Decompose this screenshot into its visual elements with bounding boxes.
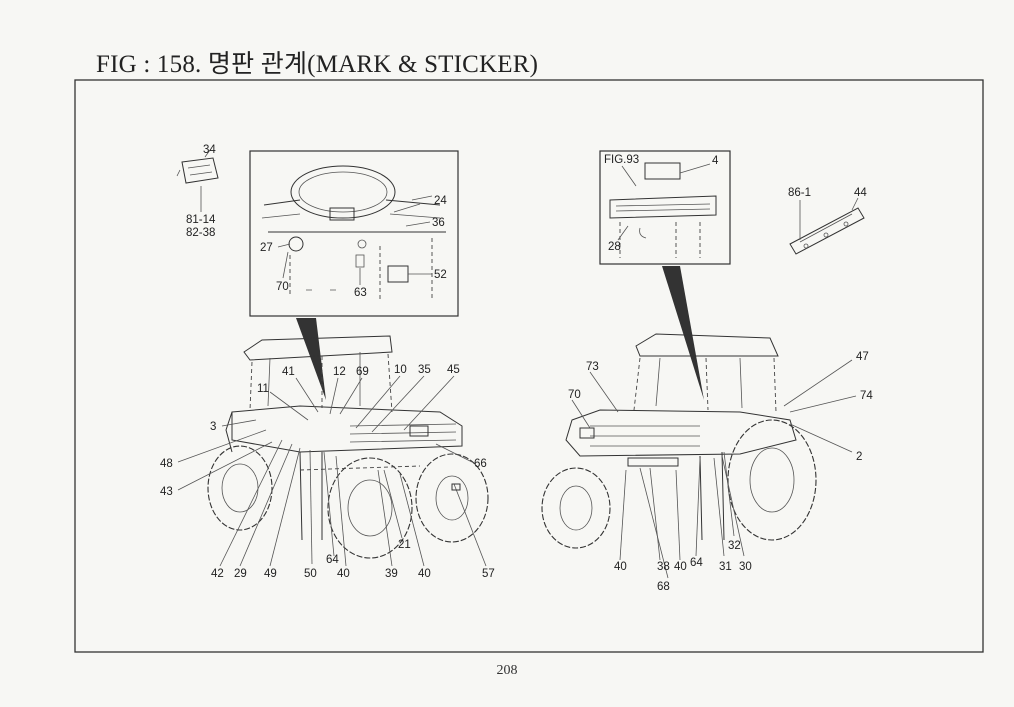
label-30: 30: [739, 561, 752, 573]
label-45: 45: [447, 364, 460, 376]
part-86-1-strip: [789, 197, 865, 255]
label-10: 10: [394, 364, 407, 376]
pointer-wedge-right: [662, 266, 704, 400]
label-28: 28: [608, 241, 621, 253]
label-63: 63: [354, 287, 367, 299]
label-64-left: 64: [326, 554, 339, 566]
label-39: 39: [385, 568, 398, 580]
rear-panel-detail-box: [599, 150, 731, 265]
label-31: 31: [719, 561, 732, 573]
label-48: 48: [160, 458, 173, 470]
label-64-right: 64: [690, 557, 703, 569]
pointer-wedge-left: [296, 318, 326, 400]
label-70-rear: 70: [568, 389, 581, 401]
label-57: 57: [482, 568, 495, 580]
label-35: 35: [418, 364, 431, 376]
figure-title: FIG : 158. 명판 관계(MARK & STICKER): [96, 51, 539, 78]
label-11: 11: [257, 383, 269, 395]
label-40-left-b: 40: [418, 568, 431, 580]
label-70-dash: 70: [276, 281, 289, 293]
label-42: 42: [211, 568, 224, 580]
label-41: 41: [282, 366, 295, 378]
label-68: 68: [657, 581, 670, 593]
label-12: 12: [333, 366, 346, 378]
label-3: 3: [210, 421, 216, 433]
label-27: 27: [260, 242, 273, 254]
label-32: 32: [728, 540, 741, 552]
label-40-right-b: 40: [674, 561, 687, 573]
label-44: 44: [854, 187, 867, 199]
label-69: 69: [356, 366, 369, 378]
diagram-frame: [74, 79, 984, 653]
label-66: 66: [474, 458, 487, 470]
tractor-right-illustration: [541, 333, 857, 579]
label-40-right-a: 40: [614, 561, 627, 573]
label-29: 29: [234, 568, 247, 580]
label-73: 73: [586, 361, 599, 373]
label-21: 21: [398, 539, 411, 551]
label-24: 24: [434, 195, 447, 207]
label-81-14: 81-14: [186, 214, 216, 226]
label-36: 36: [432, 217, 445, 229]
label-38: 38: [657, 561, 670, 573]
label-2: 2: [856, 451, 862, 463]
tractor-left-illustration: [177, 335, 489, 567]
label-34: 34: [203, 144, 216, 156]
part-34-sticker: [176, 149, 219, 212]
label-82-38: 82-38: [186, 227, 215, 239]
label-86-1: 86-1: [788, 187, 811, 199]
label-40-left-a: 40: [337, 568, 350, 580]
label-fig93: FIG.93: [604, 154, 639, 166]
label-50: 50: [304, 568, 317, 580]
dashboard-detail-box: [249, 150, 459, 317]
label-4: 4: [712, 155, 719, 167]
label-47: 47: [856, 351, 869, 363]
page-number: 208: [496, 663, 518, 678]
label-49: 49: [264, 568, 277, 580]
label-52: 52: [434, 269, 447, 281]
label-74: 74: [860, 390, 873, 402]
label-43: 43: [160, 486, 173, 498]
